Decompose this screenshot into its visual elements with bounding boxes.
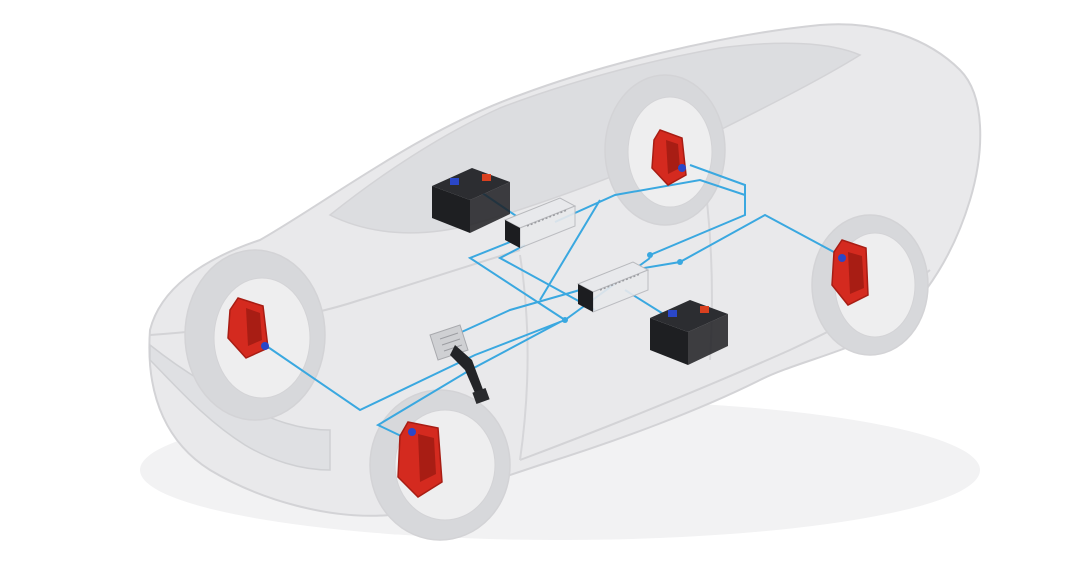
brake-ecu-1 <box>503 197 577 249</box>
wire-junction <box>562 317 568 323</box>
negative-terminal-icon <box>668 310 677 317</box>
wire-cross-2 <box>539 199 601 301</box>
ecu-connector <box>578 284 593 312</box>
wire-ecu1-ecu2-b <box>497 244 596 311</box>
wire-junction <box>647 252 653 258</box>
sensor-icon <box>678 164 686 172</box>
ecu-connector <box>505 220 520 248</box>
wire-front-left-caliper <box>264 319 566 412</box>
wire-ecu2-rear-right <box>619 213 846 273</box>
battery-1 <box>432 168 510 233</box>
front-left-brake-caliper <box>227 297 269 359</box>
wire-front-right-caliper <box>375 321 561 446</box>
positive-terminal-icon <box>482 174 491 181</box>
door-line <box>519 254 529 461</box>
wire-junction <box>677 259 683 265</box>
negative-terminal-icon <box>450 178 459 185</box>
sensor-icon <box>838 254 846 262</box>
rear-left-brake-caliper <box>651 129 687 186</box>
positive-terminal-icon <box>700 306 709 313</box>
wire-ecu1-ecu2-a <box>467 239 566 321</box>
wire-rear-left-caliper <box>649 164 746 256</box>
sensor-icon <box>408 428 416 436</box>
battery-2 <box>650 300 728 365</box>
wheel-rear-right <box>811 214 929 356</box>
brake-ecu-2 <box>576 261 650 313</box>
rear-right-brake-caliper <box>831 239 869 306</box>
brake-pedal-unit <box>429 324 490 405</box>
sensor-icon <box>261 342 269 350</box>
car-body-shell <box>148 23 982 517</box>
front-right-brake-caliper <box>397 421 443 498</box>
wire-pedal <box>454 289 581 336</box>
